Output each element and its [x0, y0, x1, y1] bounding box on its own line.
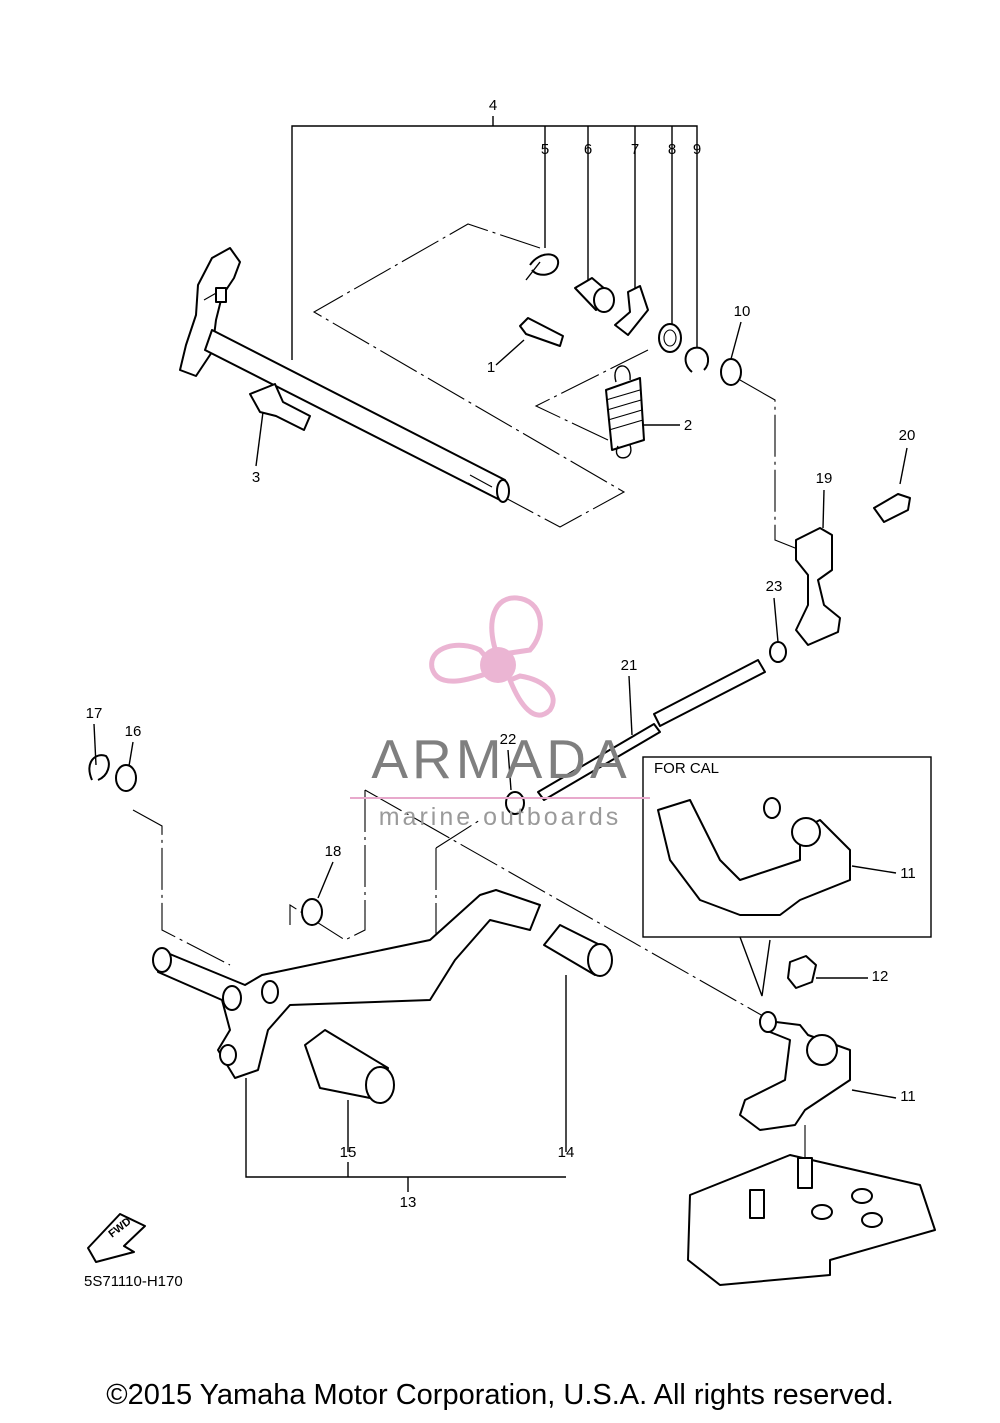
callout-number: 15	[340, 1144, 357, 1161]
nut-part-23	[769, 597, 787, 663]
washer-part-18	[301, 861, 334, 926]
watermark-propeller-icon	[429, 595, 556, 718]
assembly-guides	[132, 223, 806, 1160]
callout-number: 9	[693, 141, 701, 158]
bolt-part-20	[873, 447, 911, 523]
pin-part-1	[495, 317, 564, 366]
bracket-13	[245, 1078, 566, 1192]
washer-part-16	[115, 741, 137, 792]
callout-number: 2	[684, 417, 692, 434]
watermark-rule	[350, 797, 650, 799]
callout-number: 22	[500, 731, 517, 748]
callout-number: 17	[86, 705, 103, 722]
mount-plate	[687, 1154, 936, 1286]
bracket-4	[291, 116, 698, 370]
stud-bolt-part-3	[249, 383, 311, 467]
watermark-word: ARMADA	[371, 728, 631, 790]
lever-part-19	[795, 489, 841, 646]
callout-number: 3	[252, 469, 260, 486]
callout-number: 5	[541, 141, 549, 158]
fwd-arrow-icon: FWD	[87, 1213, 146, 1263]
callout-number: 14	[558, 1144, 575, 1161]
callout-number: 11	[900, 865, 916, 882]
callout-number: 19	[816, 470, 833, 487]
bracket-part-11	[739, 1011, 897, 1131]
for-cal-label: FOR CAL	[654, 760, 720, 777]
circlip-part-17	[88, 723, 110, 781]
callout-number: 6	[584, 141, 592, 158]
callout-number: 12	[872, 968, 889, 985]
diagram-code: 5S71110-H170	[84, 1273, 183, 1290]
washer-part-8	[658, 323, 682, 353]
callout-number: 11	[900, 1088, 916, 1105]
copyright-notice: ©2015 Yamaha Motor Corporation, U.S.A. A…	[106, 1379, 894, 1411]
circlip-part-9	[684, 346, 710, 373]
shift-shaft-part-4	[179, 247, 510, 503]
spring-clip-part-7	[614, 285, 649, 336]
callout-number: 23	[766, 578, 783, 595]
callout-number: 10	[734, 303, 751, 320]
callout-number: 18	[325, 843, 342, 860]
callout-number: 4	[489, 97, 497, 114]
spring-part-5	[525, 253, 560, 281]
nut-part-12	[787, 955, 868, 989]
spring-part-2	[605, 365, 680, 459]
callout-number: 13	[400, 1194, 417, 1211]
watermark-subtitle: marine outboards	[378, 803, 622, 831]
rubber-part-14	[543, 924, 613, 1152]
callout-number: 1	[487, 359, 495, 376]
for-cal-inset	[642, 756, 932, 997]
callout-number: 16	[125, 723, 142, 740]
washer-part-10	[720, 321, 742, 386]
rubber-part-15	[304, 1029, 395, 1152]
collar-part-6	[574, 277, 615, 313]
shift-pedal-part-13	[152, 889, 541, 1079]
callout-number: 8	[668, 141, 676, 158]
callout-number: 7	[631, 141, 639, 158]
callout-number: 20	[899, 427, 916, 444]
callout-number: 21	[621, 657, 638, 674]
